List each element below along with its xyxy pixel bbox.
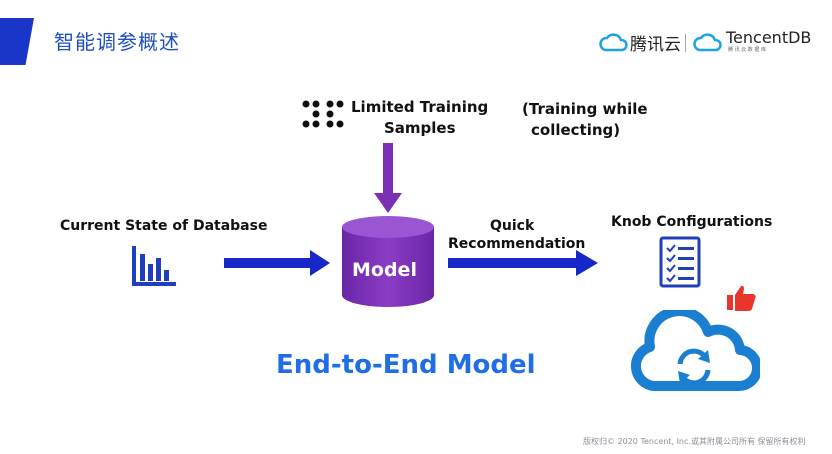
model-label: Model [352,259,417,281]
arrow-label-line2: Recommendation [448,236,586,252]
page-title: 智能调参概述 [54,30,180,54]
brand-tencentdb-sub: 腾 讯 云 数 据 库 [728,47,766,53]
arrow-to-model [224,250,330,276]
arrow-down-to-model [374,143,402,213]
diagram-caption: End-to-End Model [276,350,536,380]
brand-tencent-cloud: 腾讯云 [630,35,681,55]
output-label: Knob Configurations [611,214,773,230]
note-line2: collecting) [531,121,621,139]
training-samples-label-line1: Limited Training [351,98,489,116]
model-cylinder [342,216,434,307]
brand-tencentdb: TencentDB [726,28,812,47]
tencentdb-logo-icon [693,33,722,52]
bar-chart-icon [132,246,176,286]
brand-divider [685,34,686,52]
cloud-sync-icon [630,310,760,391]
input-state-label: Current State of Database [60,218,268,234]
training-samples-label-line2: Samples [384,119,456,137]
title-accent-bar [0,18,34,65]
arrow-to-output [448,250,598,276]
arrow-label-line1: Quick [490,218,535,234]
data-dots-icon [302,100,344,128]
note-line1: (Training while [522,100,648,118]
tencent-cloud-logo-icon [599,33,628,52]
checklist-icon [659,236,701,288]
thumbs-up-icon [727,285,756,311]
copyright-notice: 版权归© 2020 Tencent, Inc.或其附属公司所有 保留所有权利 [583,437,806,446]
